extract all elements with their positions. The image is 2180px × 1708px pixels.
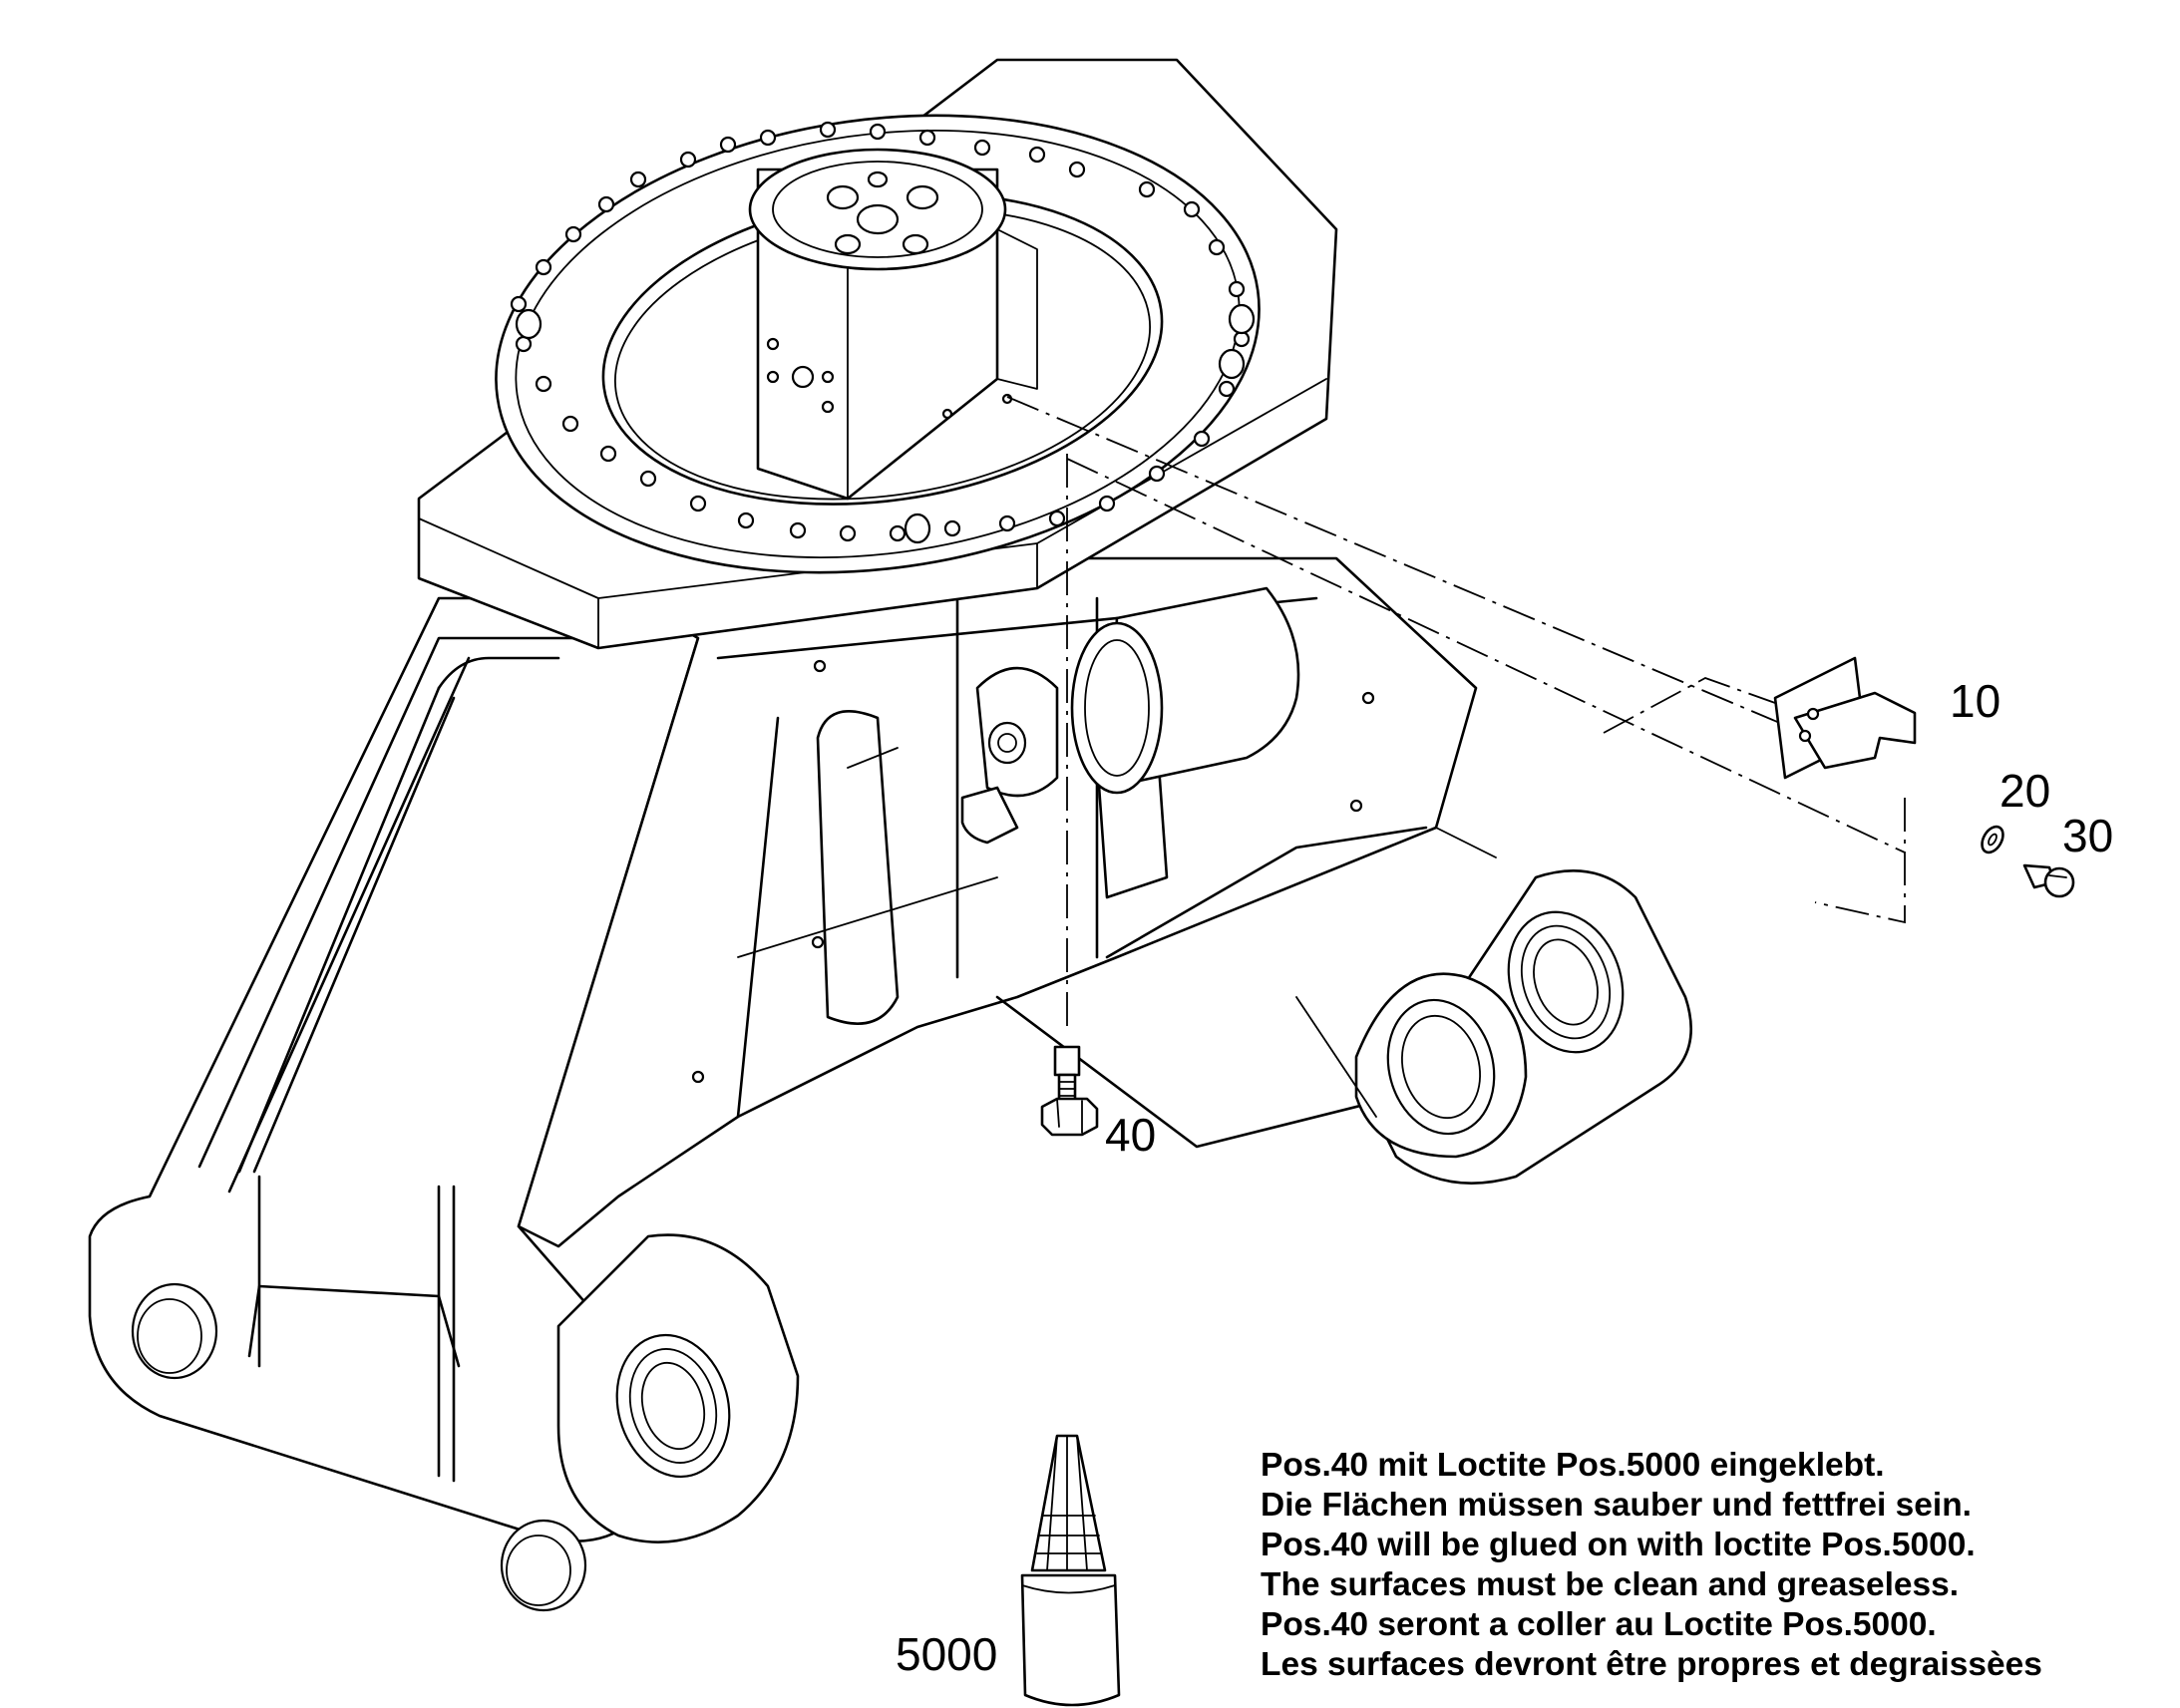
note-line-fr-1: Pos.40 seront a coller au Loctite Pos.50… <box>1261 1606 1937 1643</box>
frame-left-arm <box>88 596 700 1612</box>
right-lugs <box>1295 827 1693 1185</box>
part-5000-loctite-bottle <box>1020 1434 1121 1707</box>
lower-bearing-lug <box>556 1233 800 1543</box>
part-40-bolt <box>1040 1045 1099 1137</box>
callout-10: 10 <box>1950 675 2001 727</box>
part-30-screw <box>2022 863 2075 898</box>
note-line-de-1: Pos.40 mit Loctite Pos.5000 eingeklebt. <box>1261 1447 1885 1484</box>
part-10-bracket <box>1773 656 1917 780</box>
bolt-circle-holes <box>510 121 1256 544</box>
note-line-fr-2: Les surfaces devront être propres et deg… <box>1261 1646 2042 1683</box>
callout-20: 20 <box>1999 765 2051 817</box>
callout-40: 40 <box>1105 1109 1157 1161</box>
note-line-en-1: Pos.40 will be glued on with loctite Pos… <box>1261 1527 1976 1563</box>
callout-30: 30 <box>2062 810 2114 861</box>
note-line-de-2: Die Flächen müssen sauber und fettfrei s… <box>1261 1487 1972 1524</box>
note-line-en-2: The surfaces must be clean and greaseles… <box>1261 1566 1960 1603</box>
assembly-note: Pos.40 mit Loctite Pos.5000 eingeklebt. … <box>1261 1446 2042 1685</box>
explosion-lines <box>1006 396 1906 1032</box>
rotary-distributor <box>748 148 1038 501</box>
part-20-washer <box>1981 825 2004 854</box>
callout-5000: 5000 <box>896 1628 998 1680</box>
pivot-pin <box>960 586 1300 845</box>
